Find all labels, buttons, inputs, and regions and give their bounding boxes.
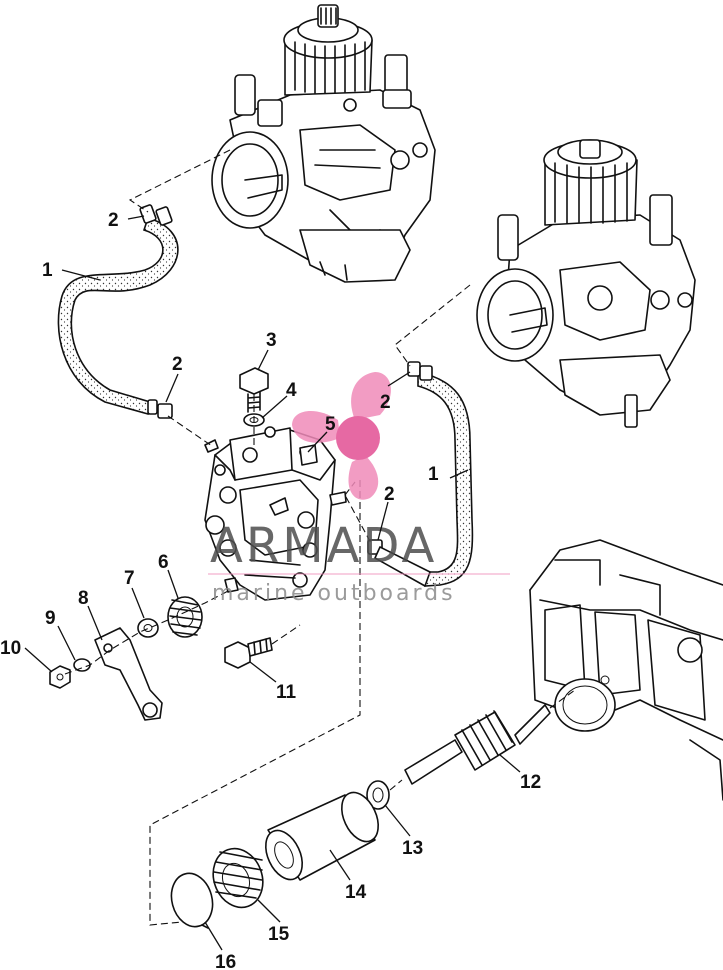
callout-15: 15 (268, 924, 290, 945)
spring-15 (212, 847, 264, 909)
watermark-subtitle: marine outboards (212, 581, 456, 606)
callout-12: 12 (520, 772, 541, 793)
axis-line-arm (64, 589, 231, 675)
engine-block (529, 539, 723, 801)
spring-6 (167, 596, 203, 638)
callout-2-b: 2 (172, 354, 183, 375)
logo-blade-bottom (348, 455, 379, 500)
callout-5: 5 (325, 414, 336, 435)
hose-left (57, 204, 179, 419)
callout-4: 4 (286, 380, 297, 401)
callout-16: 16 (215, 952, 236, 970)
callout-leaders (24, 215, 521, 951)
callout-1-a: 1 (42, 260, 53, 281)
bolt-11 (224, 624, 301, 669)
callout-10: 10 (0, 638, 21, 659)
hose-right (367, 361, 474, 587)
callout-2-c: 2 (380, 392, 391, 413)
callout-9: 9 (45, 608, 56, 629)
callout-2-d: 2 (384, 484, 395, 505)
callout-14: 14 (345, 882, 367, 903)
gear-shaft-12 (404, 689, 576, 785)
callout-2-a: 2 (108, 210, 119, 231)
logo-blade-top (351, 372, 391, 420)
callout-11: 11 (276, 682, 297, 703)
fuel-pump (167, 415, 373, 601)
sleeve-14 (265, 791, 379, 881)
washer-7 (137, 618, 159, 638)
callout-13: 13 (402, 838, 423, 859)
logo-blade-left (292, 410, 340, 443)
washer-9 (73, 658, 91, 672)
callout-labels: 2 1 2 3 4 5 2 1 2 6 7 8 9 10 11 12 13 14… (0, 210, 541, 970)
lever-8 (94, 627, 163, 721)
callout-7: 7 (124, 568, 135, 589)
carburetor-upper (211, 4, 436, 283)
circlip-16 (170, 872, 214, 929)
callout-6: 6 (158, 552, 169, 573)
carburetor-lower (476, 139, 696, 428)
ring-13 (366, 780, 390, 810)
callout-1-b: 1 (428, 464, 439, 485)
callout-3: 3 (266, 330, 277, 351)
logo-hub (336, 416, 380, 460)
assembly-lines (128, 149, 471, 926)
plug-5 (299, 444, 318, 466)
propeller-logo (292, 372, 391, 500)
watermark-title: ARMADA (210, 518, 437, 574)
watermark: ARMADA marine outboards (208, 372, 510, 606)
nut-10 (49, 665, 71, 689)
callout-8: 8 (78, 588, 89, 609)
